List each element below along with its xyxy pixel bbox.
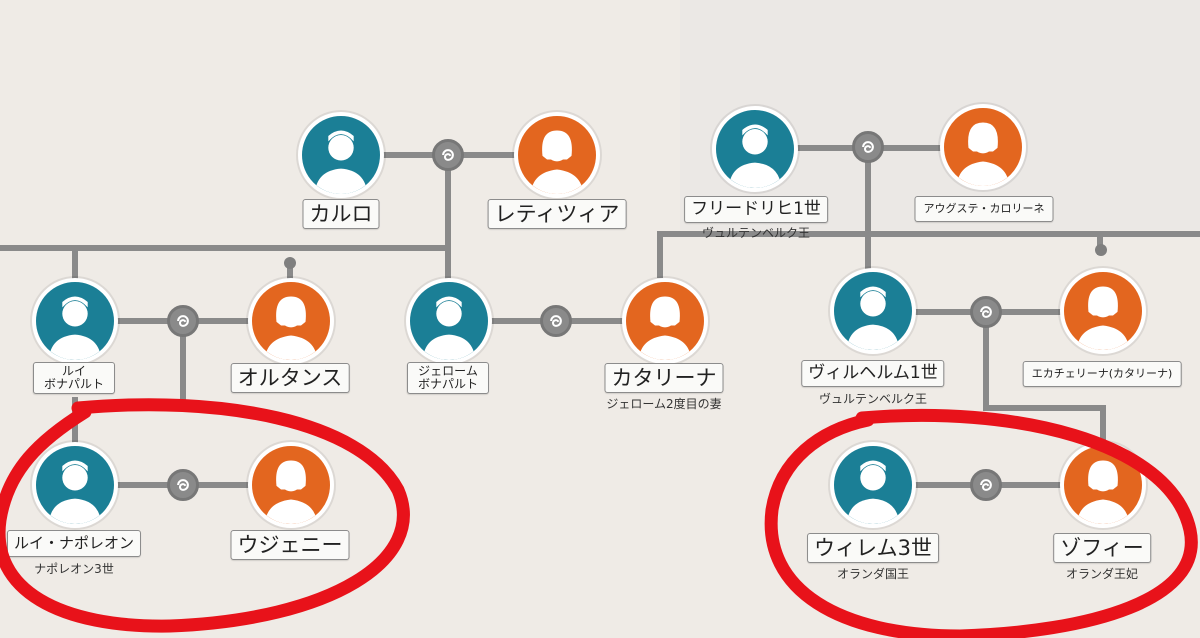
name-label-willem[interactable]: ウィレム3世 — [807, 533, 939, 563]
subtitle-sophie: オランダ王妃 — [1065, 567, 1139, 581]
subtitle-friedrich: ヴュルテンベルク王 — [701, 226, 811, 240]
male-person-icon[interactable] — [32, 278, 118, 364]
male-person-icon[interactable] — [830, 442, 916, 528]
name-label-auguste[interactable]: アウグステ・カロリーネ — [914, 196, 1054, 222]
female-person-icon[interactable] — [248, 442, 334, 528]
male-person-icon[interactable] — [406, 278, 492, 364]
female-person-icon[interactable] — [940, 104, 1026, 190]
female-person-icon[interactable] — [622, 278, 708, 364]
marriage-ring-icon[interactable] — [167, 469, 199, 501]
name-label-louis[interactable]: ルイ ボナパルト — [32, 362, 116, 394]
connector-dot — [1095, 244, 1107, 256]
name-label-catharina[interactable]: カタリーナ — [604, 363, 724, 393]
male-person-icon[interactable] — [830, 268, 916, 354]
name-label-wilhelm[interactable]: ヴィルヘルム1世 — [801, 360, 945, 387]
name-label-carlo[interactable]: カルロ — [302, 199, 380, 229]
name-label-friedrich[interactable]: フリードリヒ1世 — [684, 196, 828, 223]
marriage-ring-icon[interactable] — [167, 305, 199, 337]
name-label-letizia[interactable]: レティツィア — [487, 199, 627, 229]
marriage-ring-icon[interactable] — [540, 305, 572, 337]
name-line: ルイ — [61, 364, 87, 378]
female-person-icon[interactable] — [1060, 268, 1146, 354]
subtitle-willem: オランダ国王 — [836, 567, 910, 581]
marriage-ring-icon[interactable] — [852, 131, 884, 163]
name-label-hortense[interactable]: オルタンス — [230, 363, 350, 393]
male-person-icon[interactable] — [32, 442, 118, 528]
name-label-eugenie[interactable]: ウジェニー — [230, 530, 350, 560]
female-person-icon[interactable] — [1060, 442, 1146, 528]
marriage-ring-icon[interactable] — [970, 296, 1002, 328]
name-label-ekaterina[interactable]: エカチェリーナ(カタリーナ) — [1022, 361, 1182, 387]
subtitle-louis-napoleon: ナポレオン3世 — [34, 562, 114, 576]
connector-dot — [284, 257, 296, 269]
male-person-icon[interactable] — [712, 106, 798, 192]
name-label-sophie[interactable]: ゾフィー — [1053, 533, 1151, 563]
name-line: ボナパルト — [43, 377, 105, 391]
marriage-ring-icon[interactable] — [432, 139, 464, 171]
marriage-ring-icon[interactable] — [970, 469, 1002, 501]
name-line: ジェローム — [418, 364, 478, 378]
female-person-icon[interactable] — [248, 278, 334, 364]
name-label-jerome[interactable]: ジェローム ボナパルト — [406, 362, 490, 394]
subtitle-catharina: ジェローム2度目の妻 — [606, 397, 722, 411]
male-person-icon[interactable] — [298, 112, 384, 198]
name-label-louis-napoleon[interactable]: ルイ・ナポレオン — [6, 530, 142, 557]
subtitle-wilhelm: ヴュルテンベルク王 — [818, 392, 928, 406]
female-person-icon[interactable] — [514, 112, 600, 198]
name-line: ボナパルト — [417, 377, 479, 391]
